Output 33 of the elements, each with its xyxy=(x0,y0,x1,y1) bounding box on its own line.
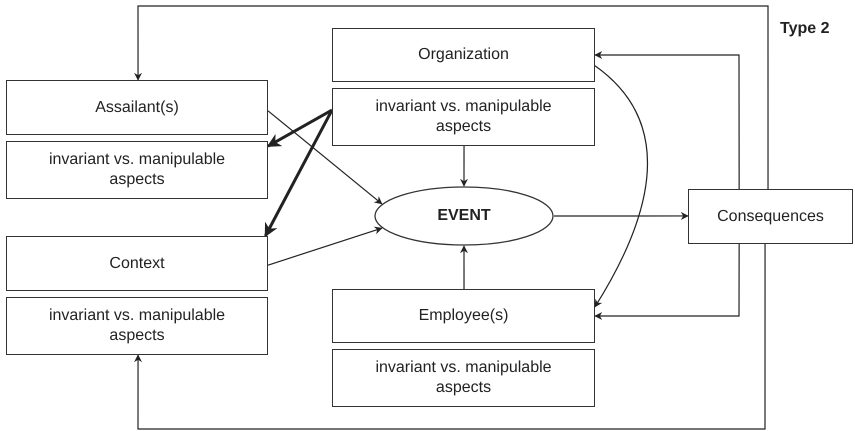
node-label: invariant vs. manipulable aspects xyxy=(48,150,226,190)
type-label: Type 2 xyxy=(780,20,830,38)
node-label: Consequences xyxy=(717,206,824,226)
arrow xyxy=(594,65,648,308)
arrow xyxy=(134,244,766,430)
arrow xyxy=(264,109,334,238)
arrow xyxy=(268,226,383,266)
process-box xyxy=(6,141,268,199)
node-label: invariant vs. manipulable aspects xyxy=(374,97,553,137)
process-box xyxy=(332,349,595,407)
node-label: invariant vs. manipulable aspects xyxy=(374,358,553,398)
event-ellipse xyxy=(374,186,554,246)
process-box xyxy=(332,88,595,146)
process-box xyxy=(6,80,268,135)
node-label: EVENT xyxy=(437,206,491,226)
arrow xyxy=(594,51,740,189)
process-box xyxy=(332,289,595,343)
arrow xyxy=(554,212,689,220)
node-label: Employee(s) xyxy=(418,306,508,326)
arrow xyxy=(594,244,740,320)
process-box xyxy=(6,236,268,291)
process-box xyxy=(6,297,268,355)
node-label: invariant vs. manipulable aspects xyxy=(48,306,226,346)
arrow xyxy=(460,245,468,289)
process-box xyxy=(332,28,595,82)
arrow xyxy=(266,108,333,148)
node-label: Organization xyxy=(418,45,509,65)
process-box xyxy=(688,189,853,244)
arrow xyxy=(268,110,382,204)
node-label: Assailant(s) xyxy=(95,98,179,118)
arrow xyxy=(460,146,468,187)
arrow xyxy=(134,5,769,189)
node-label: Context xyxy=(109,254,165,274)
